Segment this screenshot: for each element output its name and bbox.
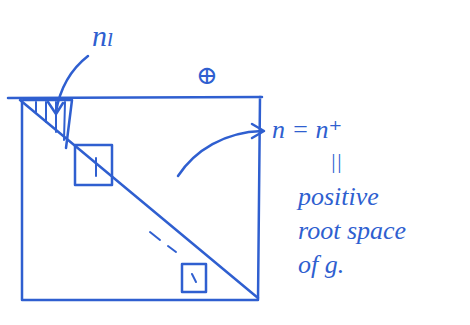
matrix-outline bbox=[8, 97, 262, 300]
equals-sign: || bbox=[330, 148, 342, 174]
hatch-lines bbox=[36, 102, 65, 140]
direct-sum-symbol: ⊕ bbox=[196, 60, 218, 91]
diagonal-line bbox=[20, 100, 258, 298]
leader-arrow bbox=[56, 56, 88, 112]
block-mark bbox=[95, 158, 97, 176]
block-square bbox=[75, 145, 112, 185]
note-text: positive root space of g. bbox=[298, 180, 423, 281]
block-mark bbox=[192, 274, 196, 282]
block-square bbox=[182, 264, 206, 292]
block-outline bbox=[24, 100, 72, 148]
block-label: nₗ bbox=[92, 18, 114, 54]
arrow-head bbox=[48, 102, 63, 114]
arrow-head bbox=[252, 124, 264, 138]
equation-label: n = n⁺ bbox=[272, 114, 342, 145]
leader-arrow bbox=[178, 131, 262, 176]
dashed-diagonal bbox=[150, 232, 176, 252]
